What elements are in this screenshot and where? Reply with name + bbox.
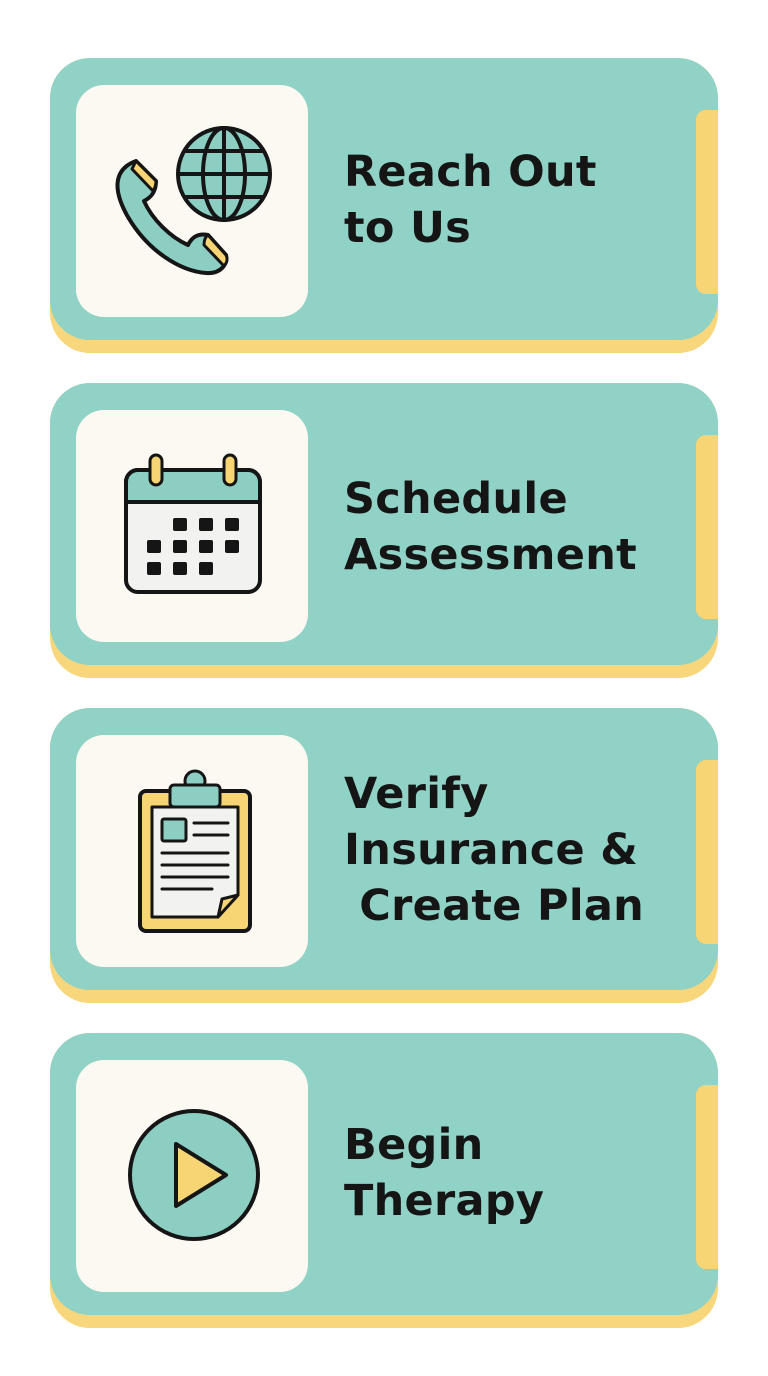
step-title-line: Insurance & bbox=[344, 825, 639, 875]
step-title-line: Reach Out bbox=[344, 147, 597, 197]
icon-tile bbox=[76, 410, 308, 642]
step-title-line: Assessment bbox=[344, 530, 637, 580]
step-title-line: to Us bbox=[344, 203, 472, 253]
icon-tile bbox=[76, 85, 308, 317]
step-card-schedule: Schedule Assessment bbox=[50, 383, 718, 678]
clipboard-icon bbox=[138, 769, 252, 933]
step-title-line: Verify bbox=[344, 769, 489, 819]
step-title: Verify Insurance & Create Plan bbox=[344, 766, 684, 934]
icon-tile bbox=[76, 1060, 308, 1292]
step-card-verify: Verify Insurance & Create Plan bbox=[50, 708, 718, 1003]
step-title: Reach Out to Us bbox=[344, 144, 684, 256]
accent-tab bbox=[696, 110, 718, 294]
card-face: Verify Insurance & Create Plan bbox=[50, 708, 718, 990]
step-card-begin-therapy: Begin Therapy bbox=[50, 1033, 718, 1328]
card-face: Begin Therapy bbox=[50, 1033, 718, 1315]
card-face: Reach Out to Us bbox=[50, 58, 718, 340]
card-face: Schedule Assessment bbox=[50, 383, 718, 665]
accent-tab bbox=[696, 760, 718, 944]
play-icon bbox=[128, 1109, 260, 1241]
phone-globe-icon bbox=[115, 126, 272, 276]
step-title-line: Begin bbox=[344, 1120, 484, 1170]
step-title-line: Create Plan bbox=[344, 881, 645, 931]
step-card-reach-out: Reach Out to Us bbox=[50, 58, 718, 353]
step-title-line: Therapy bbox=[344, 1176, 545, 1226]
accent-tab bbox=[696, 1085, 718, 1269]
accent-tab bbox=[696, 435, 718, 619]
step-title: Begin Therapy bbox=[344, 1117, 684, 1229]
step-title: Schedule Assessment bbox=[344, 471, 684, 583]
step-title-line: Schedule bbox=[344, 474, 568, 524]
icon-tile bbox=[76, 735, 308, 967]
calendar-icon bbox=[124, 453, 262, 594]
